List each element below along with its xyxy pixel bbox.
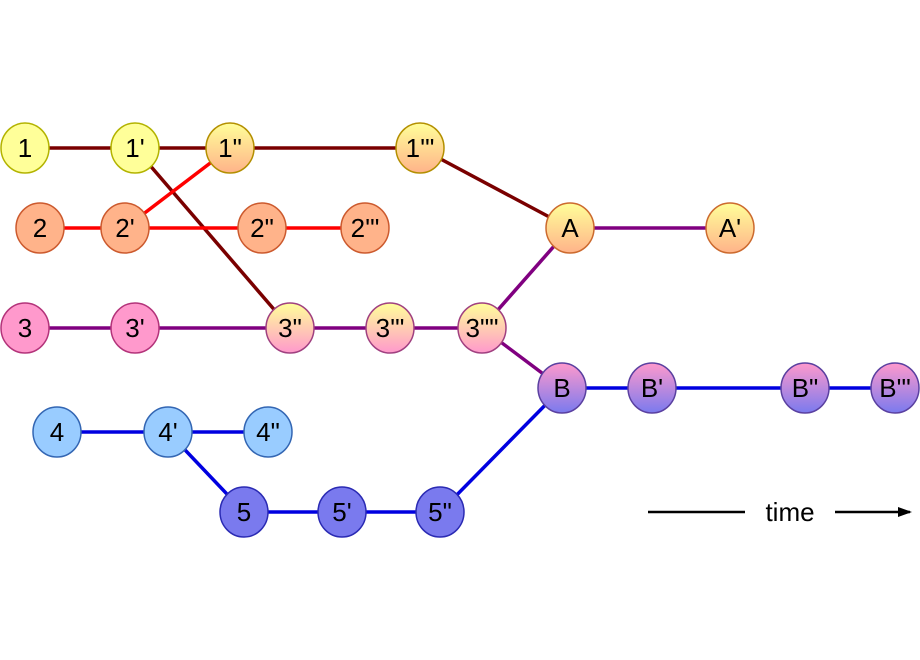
- node-label: A': [719, 213, 741, 243]
- node-circle: [780, 362, 830, 414]
- node-n3: 3: [0, 302, 50, 354]
- node-label: 3'": [376, 313, 405, 343]
- node-circle: [627, 362, 677, 414]
- node-label: A: [561, 213, 579, 243]
- node-nBppp: B'": [870, 362, 920, 414]
- node-label: 3': [125, 313, 144, 343]
- node-circle: [100, 202, 150, 254]
- node-n3pppp: 3"": [457, 302, 507, 354]
- node-circle: [15, 202, 65, 254]
- node-circle: [415, 486, 465, 538]
- node-n1p: 1': [110, 122, 160, 174]
- edge-n1p-n3pp: [133, 146, 292, 330]
- node-circle: [143, 406, 193, 458]
- node-label: 5": [428, 497, 452, 527]
- node-nB: B: [537, 362, 587, 414]
- node-n3ppp: 3'": [365, 302, 415, 354]
- node-n3p: 3': [110, 302, 160, 354]
- time-axis-label: time: [765, 497, 814, 527]
- node-circle: [457, 302, 507, 354]
- node-circle: [545, 202, 595, 254]
- edge-n5pp-nB: [438, 386, 564, 514]
- time-axis: time: [648, 497, 912, 527]
- node-label: 1'": [406, 133, 435, 163]
- node-circle: [365, 302, 415, 354]
- node-n2: 2: [15, 202, 65, 254]
- node-circle: [110, 302, 160, 354]
- node-label: B'": [879, 373, 911, 403]
- node-nBpp: B": [780, 362, 830, 414]
- node-label: B': [641, 373, 663, 403]
- node-label: 2': [115, 213, 134, 243]
- node-n2pp: 2": [237, 202, 287, 254]
- node-n4: 4: [32, 406, 82, 458]
- node-circle: [0, 122, 50, 174]
- node-nA: A: [545, 202, 595, 254]
- node-nBp: B': [627, 362, 677, 414]
- node-label: 5: [237, 497, 251, 527]
- node-label: 2": [250, 213, 274, 243]
- node-circle: [110, 122, 160, 174]
- node-circle: [237, 202, 287, 254]
- node-n4p: 4': [143, 406, 193, 458]
- node-label: 4: [50, 417, 64, 447]
- node-n2p: 2': [100, 202, 150, 254]
- node-n1ppp: 1'": [395, 122, 445, 174]
- node-circle: [340, 202, 390, 254]
- edge-n1ppp-nA: [419, 146, 571, 230]
- node-label: 3: [18, 313, 32, 343]
- node-n4pp: 4": [243, 406, 293, 458]
- node-label: 2'": [351, 213, 380, 243]
- node-n5p: 5': [317, 486, 367, 538]
- node-n1: 1: [0, 122, 50, 174]
- nodes-layer: 1 1' 1" 1'" 2 2' 2" 2'" A A' 3 3' 3" 3'" 3"" B B' B" B'" 4 4…: [0, 122, 920, 538]
- node-label: 1': [125, 133, 144, 163]
- node-n2ppp: 2'": [340, 202, 390, 254]
- node-label: 3"": [466, 313, 499, 343]
- node-label: 4": [256, 417, 280, 447]
- node-label: 1": [218, 133, 242, 163]
- node-n1pp: 1": [205, 122, 255, 174]
- node-circle: [32, 406, 82, 458]
- node-n5: 5: [219, 486, 269, 538]
- node-circle: [0, 302, 50, 354]
- node-circle: [205, 122, 255, 174]
- node-label: 5': [332, 497, 351, 527]
- node-label: B": [792, 373, 819, 403]
- node-nAp: A': [705, 202, 755, 254]
- node-circle: [395, 122, 445, 174]
- node-circle: [317, 486, 367, 538]
- node-circle: [705, 202, 755, 254]
- node-n3pp: 3": [265, 302, 315, 354]
- node-circle: [265, 302, 315, 354]
- node-label: B: [553, 373, 570, 403]
- node-label: 1: [18, 133, 32, 163]
- node-label: 3": [278, 313, 302, 343]
- node-circle: [219, 486, 269, 538]
- node-label: 2: [33, 213, 47, 243]
- node-circle: [537, 362, 587, 414]
- node-n5pp: 5": [415, 486, 465, 538]
- node-circle: [243, 406, 293, 458]
- node-circle: [870, 362, 920, 414]
- node-label: 4': [158, 417, 177, 447]
